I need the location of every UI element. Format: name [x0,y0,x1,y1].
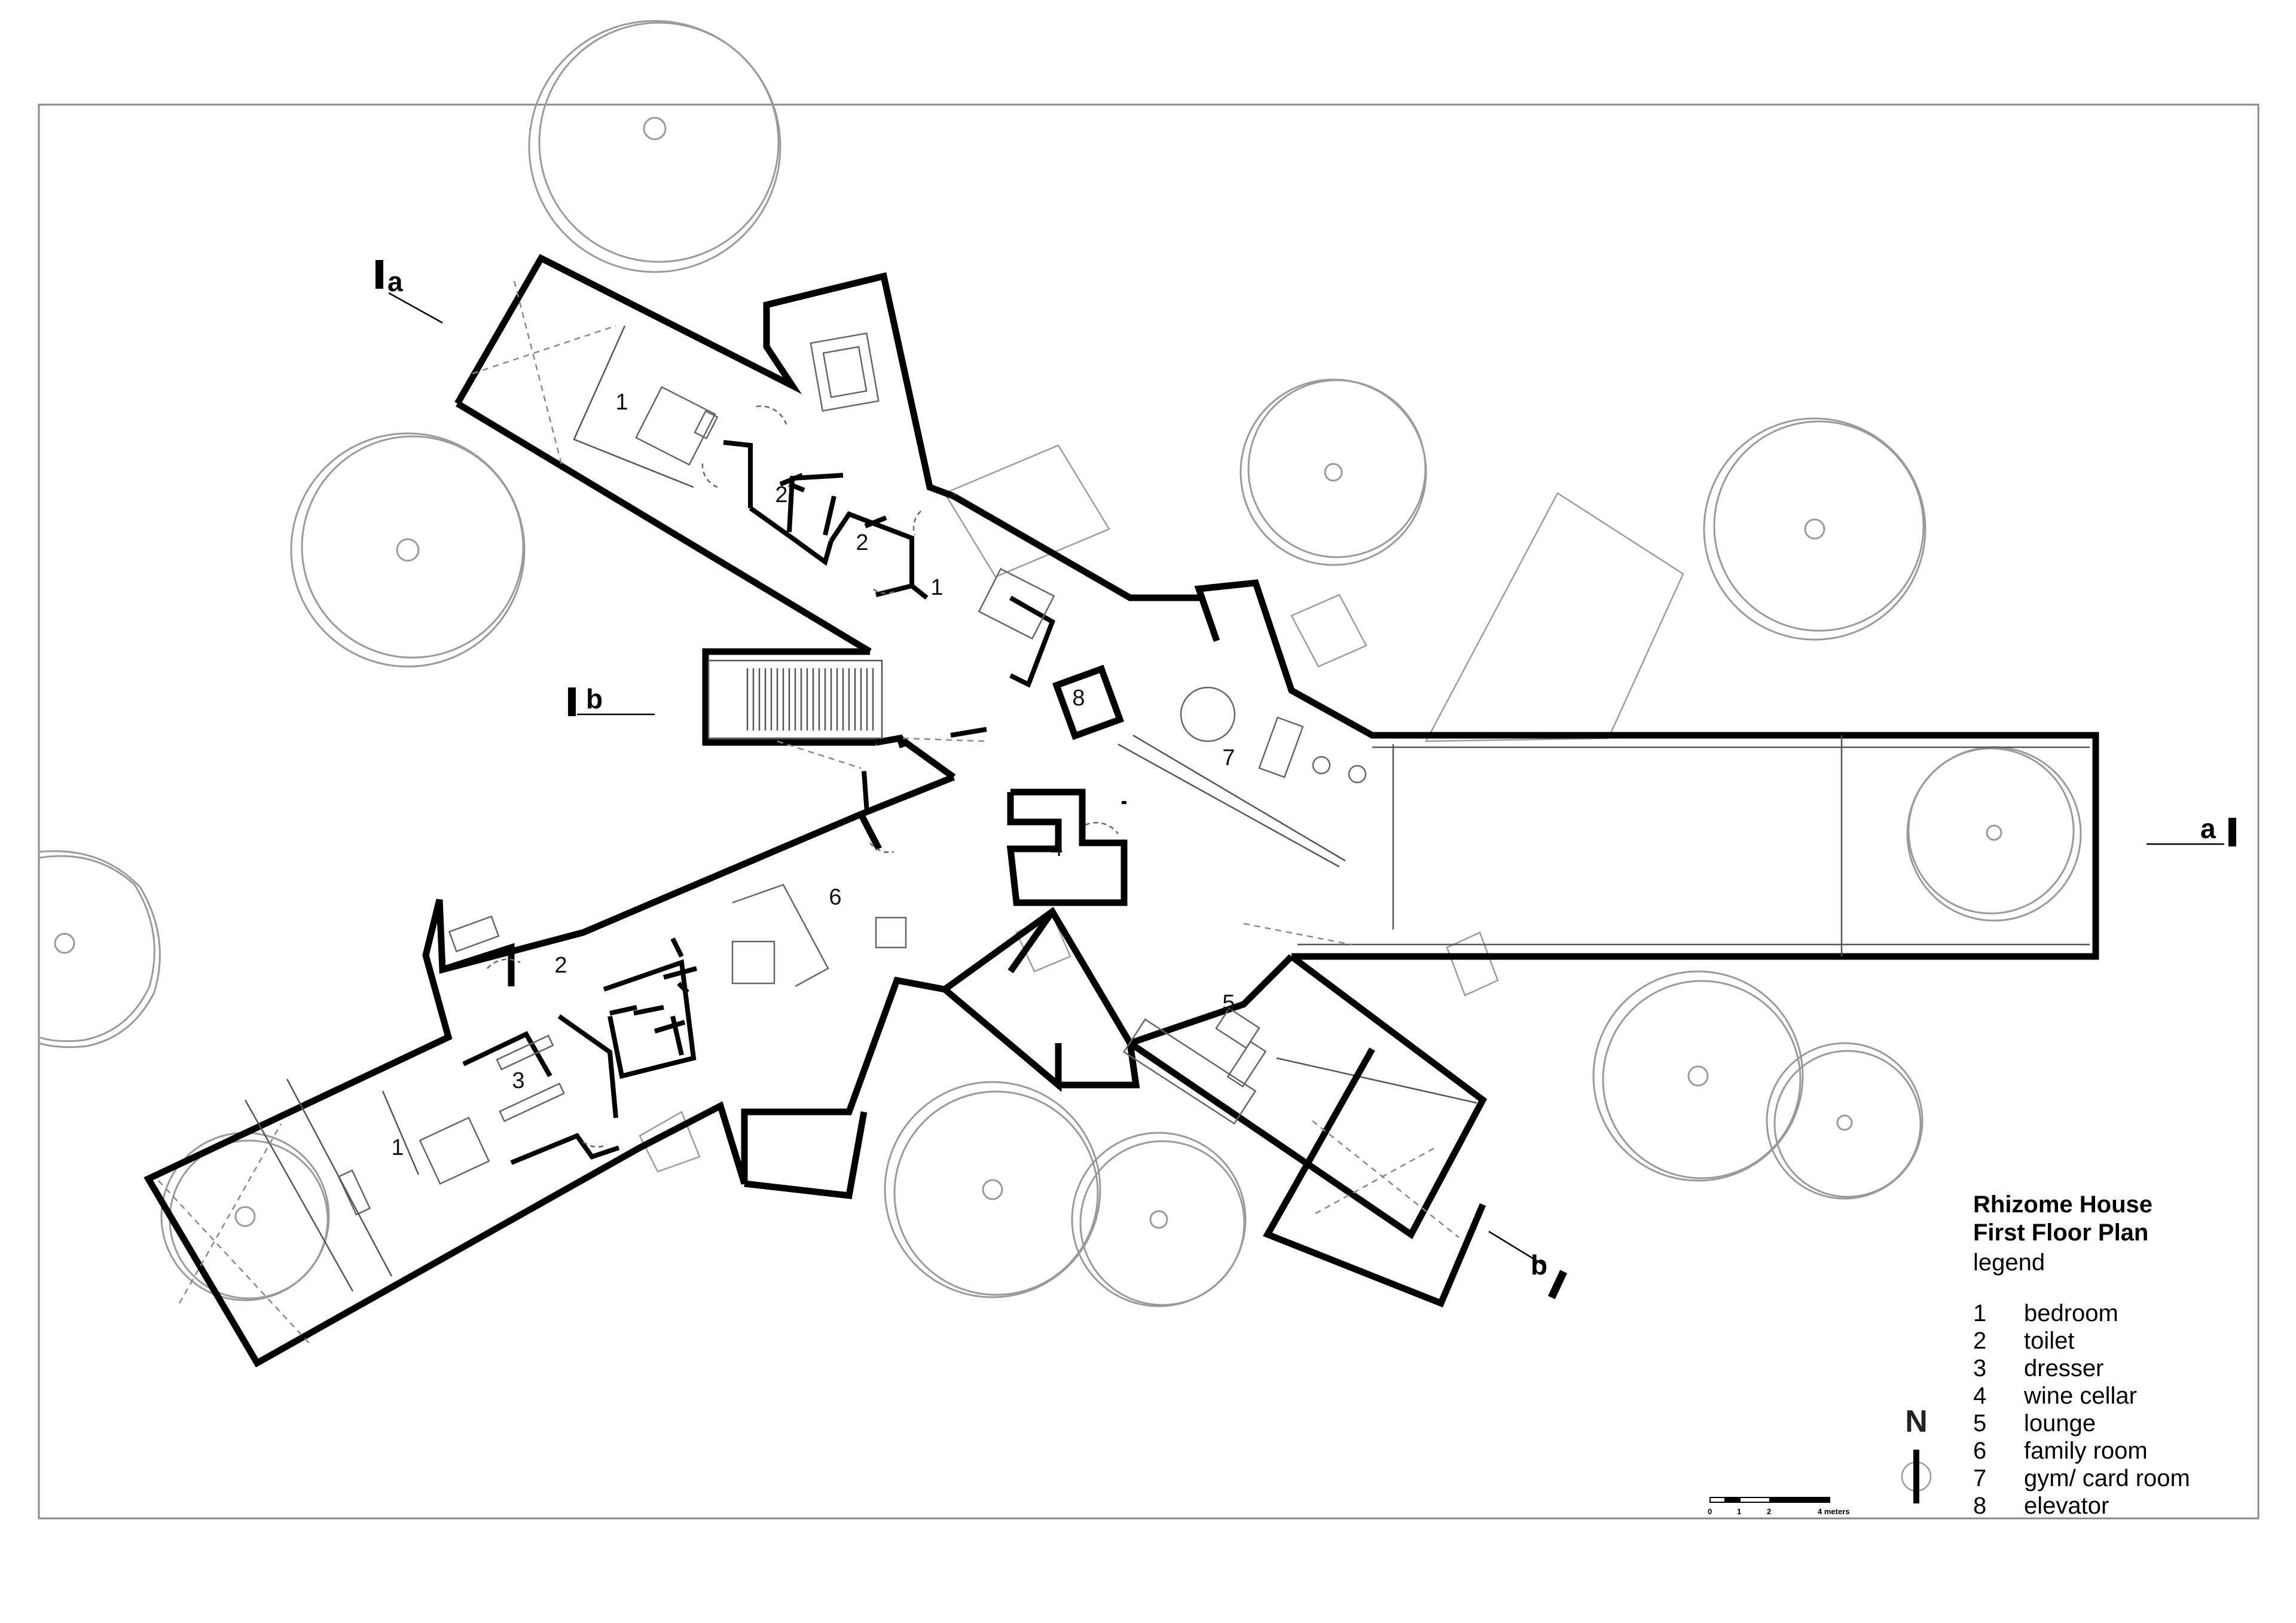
legend-number: 3 [1973,1355,1986,1381]
label-toilet-b: 2 [856,530,868,555]
section-marker-a-top: a [375,260,443,324]
legend-row: 2 toilet [1973,1328,2075,1354]
north-arrow: N [1901,1404,1932,1503]
legend-label: elevator [2024,1493,2109,1519]
legend-row: 1 bedroom [1973,1300,2118,1326]
tree [1239,378,1427,566]
legend-row: 7 gym/ card room [1973,1465,2190,1491]
sheet-frame [38,103,2260,1520]
svg-text:b: b [1531,1249,1547,1280]
scale-label-2: 2 [1767,1507,1771,1516]
legend-row: 5 lounge [1973,1410,2096,1436]
section-marker-b-bottom: b [1488,1230,1568,1300]
title-line-1: Rhizome House [1973,1191,2152,1218]
stair-treads [746,668,874,730]
label-wine-cellar: 4 [1050,836,1062,861]
legend-row: 6 family room [1973,1438,2148,1464]
void-diagonals [158,280,1460,1346]
tree [1592,970,1804,1182]
section-marker-a-right: a [2147,813,2236,846]
tree [38,850,161,1049]
site-outlines [639,444,1684,1173]
legend-block: Rhizome House First Floor Plan legend 1 b… [1973,1191,2190,1519]
room-labels: 1 2 2 1 8 7 4 6 5 2 3 1 [391,390,1235,1160]
furniture [244,325,1394,1292]
trees [38,20,2082,1307]
tree [528,20,781,273]
scale-bar: 0 1 2 4 meters [1708,1497,1849,1516]
door-swings [487,405,1119,1148]
legend-number: 6 [1973,1438,1986,1464]
section-marker-b-left: b [568,683,655,716]
legend-heading: legend [1973,1249,2045,1276]
legend-label: bedroom [2024,1300,2118,1326]
svg-text:a: a [387,266,403,297]
svg-text:a: a [2200,813,2216,844]
legend-label: wine cellar [2023,1383,2137,1409]
tree [1071,1132,1247,1307]
tree [884,1081,1101,1298]
label-elevator: 8 [1072,686,1085,711]
svg-text:N: N [1905,1404,1928,1439]
tree [1906,746,2082,922]
label-lounge: 5 [1222,991,1235,1016]
legend-label: toilet [2024,1328,2075,1354]
label-toilet-c: 2 [554,953,567,978]
legend-row: 8 elevator [1973,1493,2109,1519]
tree [290,432,526,668]
building [144,253,2099,1368]
label-bedroom-nw: 1 [615,390,628,415]
label-bedroom-sw: 1 [391,1135,404,1160]
svg-text:b: b [586,683,603,714]
scale-label-1: 1 [1737,1507,1741,1516]
legend-number: 4 [1973,1383,1986,1409]
title-line-2: First Floor Plan [1973,1219,2148,1246]
fixtures [609,473,887,1016]
label-bedroom-n: 1 [930,575,943,600]
scale-label-0: 0 [1708,1507,1712,1516]
legend-row: 3 dresser [1973,1355,2103,1381]
legend-label: family room [2024,1438,2148,1464]
legend-label: dresser [2024,1355,2103,1381]
label-dresser: 3 [512,1068,524,1093]
legend-label: gym/ card room [2024,1465,2190,1491]
label-gym: 7 [1222,745,1235,771]
legend-number: 7 [1973,1465,1986,1491]
tree [1703,417,1926,641]
legend-number: 5 [1973,1410,1986,1436]
legend-number: 2 [1973,1328,1986,1354]
legend-number: 8 [1973,1493,1986,1519]
scale-label-4: 4 meters [1818,1507,1849,1516]
legend-label: lounge [2024,1410,2096,1436]
tree [1766,1042,1923,1200]
legend-number: 1 [1973,1300,1986,1326]
legend-row: 4 wine cellar [1973,1383,2137,1409]
label-toilet-a: 2 [775,482,787,508]
label-family-room: 6 [829,885,841,910]
